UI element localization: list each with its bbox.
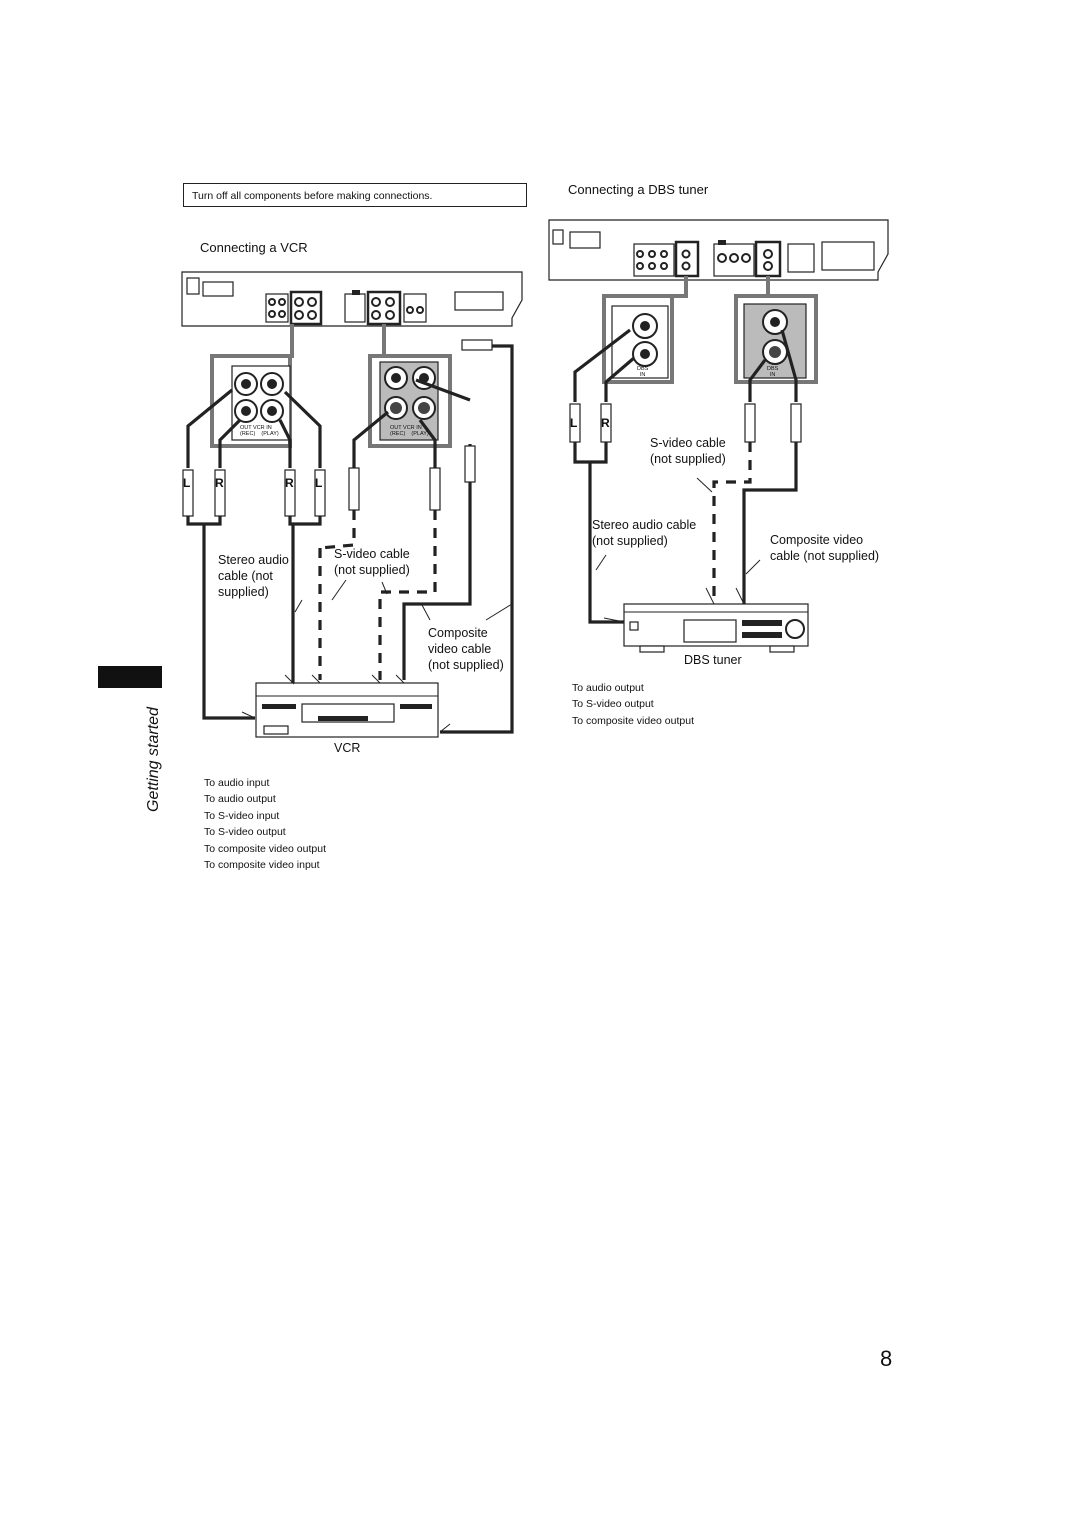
dbs-section-title: Connecting a DBS tuner [568, 182, 709, 197]
dbs-stereo-cable-label: Stereo audio cable (not supplied) [592, 518, 697, 548]
dbs-composite-cable-label: Composite video cable (not supplied) [770, 533, 880, 563]
receiver-rear-panel-vcr [181, 271, 523, 327]
label-play: (PLAY) [261, 431, 279, 437]
dbs-device-label: DBS tuner [684, 653, 742, 667]
legend-item: To S-video input [204, 809, 280, 822]
vcr-legend: To audio input To audio output To S-vide… [204, 775, 326, 873]
side-section-label: Getting started [145, 707, 162, 812]
vcr-audio-panel-labels: OUT VCR IN (REC) (PLAY) [240, 425, 279, 437]
vcr-device [255, 682, 439, 738]
dbs-video-jack-closeup [743, 303, 807, 379]
vcr-audio-jack-closeup [231, 365, 291, 441]
label-in: IN [266, 425, 272, 431]
legend-item: To S-video output [572, 698, 654, 711]
section-tab-marker [98, 666, 162, 688]
label-out: OUT [240, 425, 252, 431]
dbs-legend: To audio output To S-video output To com… [572, 680, 694, 729]
dbs-tuner-device [623, 603, 809, 653]
notice-box: Turn off all components before making co… [183, 183, 527, 207]
vcr-video-jack-closeup [379, 361, 439, 441]
label-out: OUT [390, 425, 402, 431]
label-in: IN [416, 425, 422, 431]
label-in: IN [769, 372, 776, 378]
dbs-audio-panel-label: DBS IN [637, 366, 648, 378]
page-number: 8 [880, 1346, 893, 1371]
plug-letter-l: L [315, 476, 323, 490]
vcr-stereo-cable-label: Stereo audio cable (not supplied) [218, 553, 289, 599]
vcr-composite-cable [402, 339, 514, 734]
dbs-svideo-cable-label: S-video cable (not supplied) [650, 436, 726, 466]
label-dbs: DBS [637, 366, 649, 372]
legend-item: To composite video output [572, 714, 694, 727]
plug-letter-r: R [285, 476, 294, 490]
dbs-cables [569, 328, 802, 624]
label-rec: (REC) [390, 431, 406, 437]
label-play: (PLAY) [411, 431, 429, 437]
vcr-device-label: VCR [334, 741, 361, 755]
plug-letter-l: L [183, 476, 191, 490]
plug-letter-l: L [570, 416, 578, 430]
vcr-svideo-cable-label: S-video cable (not supplied) [334, 547, 410, 577]
receiver-rear-panel-dbs [548, 219, 889, 281]
label-in: IN [639, 372, 646, 378]
label-vcr: VCR [403, 425, 415, 431]
legend-item: To audio input [204, 777, 270, 789]
dbs-video-panel-label: DBS IN [767, 366, 778, 378]
vcr-composite-cable-label: Composite video cable (not supplied) [428, 626, 504, 672]
vcr-svideo-cable [318, 410, 441, 680]
plug-letter-r: R [601, 416, 610, 430]
legend-item: To audio output [204, 793, 276, 806]
legend-item: To S-video output [204, 826, 286, 839]
legend-item: To composite video output [204, 842, 326, 855]
legend-item: To audio output [572, 682, 644, 694]
vcr-section-title: Connecting a VCR [200, 240, 308, 255]
vcr-video-panel-labels: OUT VCR IN (REC) (PLAY) [390, 425, 429, 437]
label-rec: (REC) [240, 431, 256, 437]
plug-letter-r: R [215, 476, 224, 490]
legend-item: To composite video input [204, 859, 320, 872]
label-dbs: DBS [767, 366, 779, 372]
vcr-stereo-audio-cable [182, 388, 326, 720]
label-vcr: VCR [253, 425, 265, 431]
